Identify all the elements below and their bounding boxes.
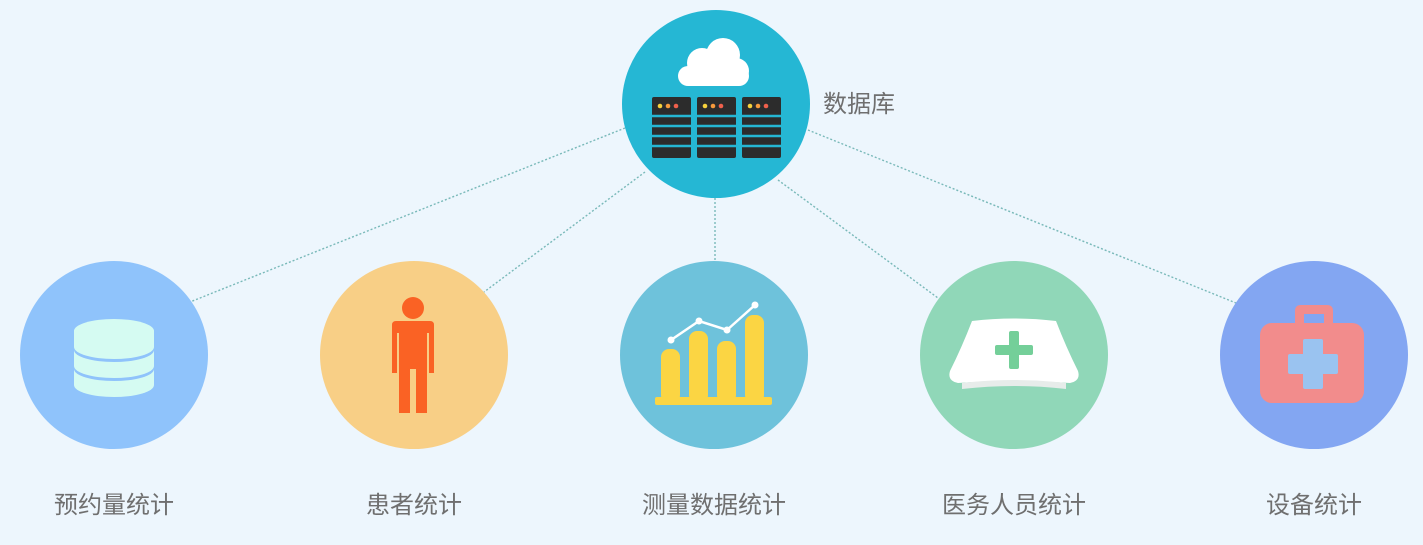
- node-medical-staff-stats[interactable]: [920, 261, 1108, 449]
- cloud-server-icon: [652, 38, 781, 158]
- node-appointment-stats[interactable]: [20, 261, 208, 449]
- connector-line: [777, 179, 939, 299]
- hub-database-label: 数据库: [823, 90, 895, 118]
- hub-database-node[interactable]: [622, 10, 810, 198]
- node-label: 医务人员统计: [942, 491, 1086, 519]
- node-patient-stats[interactable]: [320, 261, 508, 449]
- node-label: 测量数据统计: [642, 491, 786, 519]
- node-label: 患者统计: [366, 491, 462, 519]
- connector-line: [483, 171, 646, 293]
- connector-line: [807, 129, 1237, 304]
- node-equipment-stats[interactable]: [1220, 261, 1408, 449]
- first-aid-kit-icon: [1260, 305, 1364, 403]
- node-label: 设备统计: [1266, 491, 1362, 519]
- database-stack-icon: [74, 319, 154, 397]
- node-label: 预约量统计: [54, 491, 174, 519]
- person-icon: [392, 297, 434, 413]
- node-measurement-stats[interactable]: [620, 261, 808, 449]
- medical-cap-icon: [949, 318, 1079, 389]
- bar-chart-icon: [655, 301, 772, 405]
